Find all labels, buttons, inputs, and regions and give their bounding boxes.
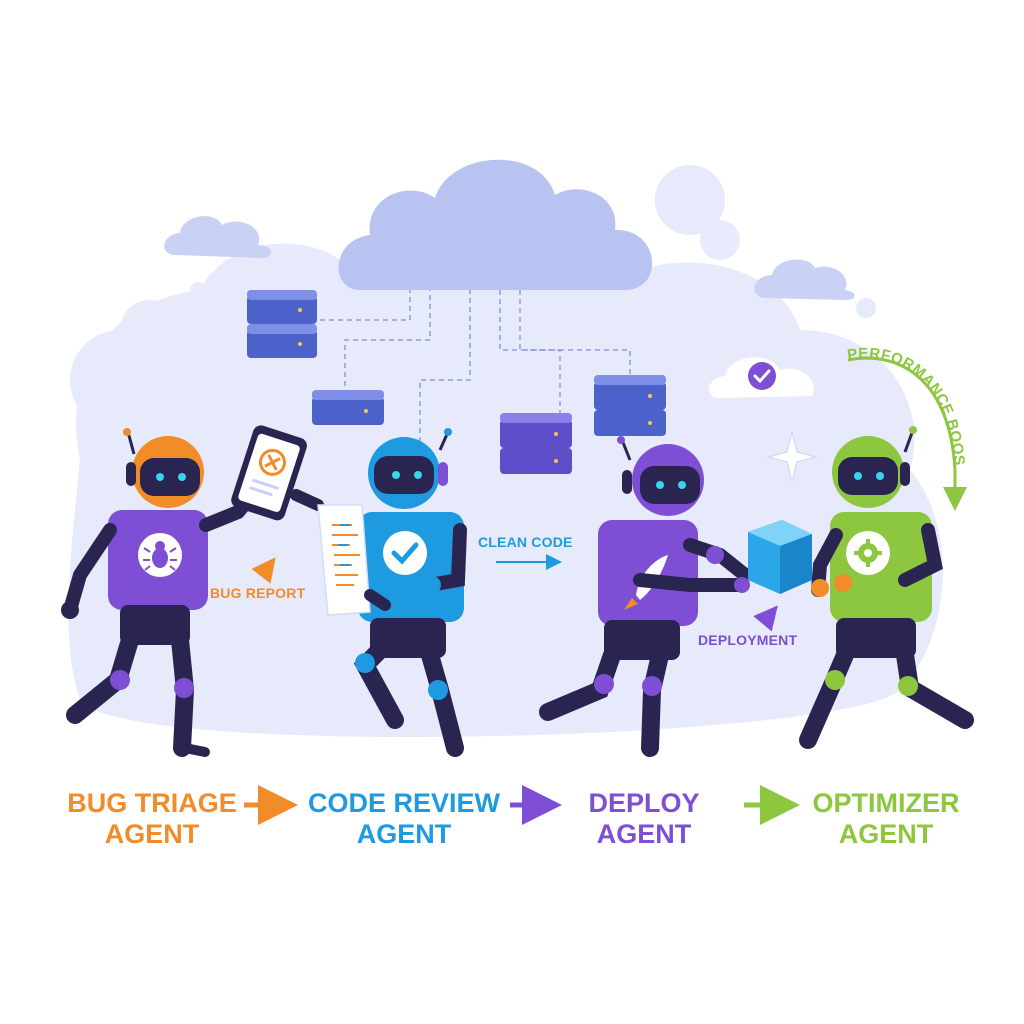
bug-report-arrow xyxy=(251,557,276,584)
background-blob xyxy=(68,165,943,738)
server-stack-1 xyxy=(247,290,317,358)
check-badge-icon xyxy=(748,362,776,390)
bug-icon xyxy=(143,541,177,571)
agent-label-code-review: CODE REVIEW AGENT xyxy=(284,788,524,850)
agent-label-optimizer: OPTIMIZER AGENT xyxy=(766,788,1006,850)
cloud-check xyxy=(708,357,814,398)
cloud-connectors xyxy=(320,290,631,460)
agent-label-bug-triage: BUG TRIAGE AGENT xyxy=(32,788,272,850)
agent-label-line1: CODE REVIEW xyxy=(307,788,501,818)
gear-icon xyxy=(854,539,882,567)
deployment-cube-icon xyxy=(748,520,812,594)
robot-optimizer xyxy=(799,426,974,749)
performance-arrow xyxy=(847,356,967,511)
server-stack-2 xyxy=(312,390,384,425)
robot-bug-triage xyxy=(61,425,324,757)
agent-label-line2: AGENT xyxy=(838,819,934,849)
agent-label-deploy: DEPLOY AGENT xyxy=(524,788,764,850)
clean-code-label: CLEAN CODE xyxy=(478,534,573,550)
agent-label-line2: AGENT xyxy=(356,819,452,849)
robot-code-review xyxy=(317,428,467,757)
agent-label-line1: OPTIMIZER xyxy=(812,788,960,818)
check-icon xyxy=(391,542,419,565)
server-stack-3 xyxy=(500,413,572,474)
cloud-small-left xyxy=(164,216,272,258)
server-stack-4 xyxy=(594,375,666,436)
deployment-arrow xyxy=(753,605,778,632)
main-cloud xyxy=(338,159,653,290)
robot-deploy xyxy=(539,436,752,757)
agent-label-line2: AGENT xyxy=(596,819,692,849)
code-scroll-icon xyxy=(317,504,371,616)
tablet-icon xyxy=(231,425,307,521)
bug-report-label: BUG REPORT xyxy=(210,585,306,601)
sparkle-icon xyxy=(765,431,819,483)
agent-label-line2: AGENT xyxy=(104,819,200,849)
deployment-label: DEPLOYMENT xyxy=(698,632,798,648)
agent-label-line1: DEPLOY xyxy=(588,788,700,818)
agent-label-line1: BUG TRIAGE xyxy=(67,788,237,818)
cloud-small-right xyxy=(754,259,855,300)
